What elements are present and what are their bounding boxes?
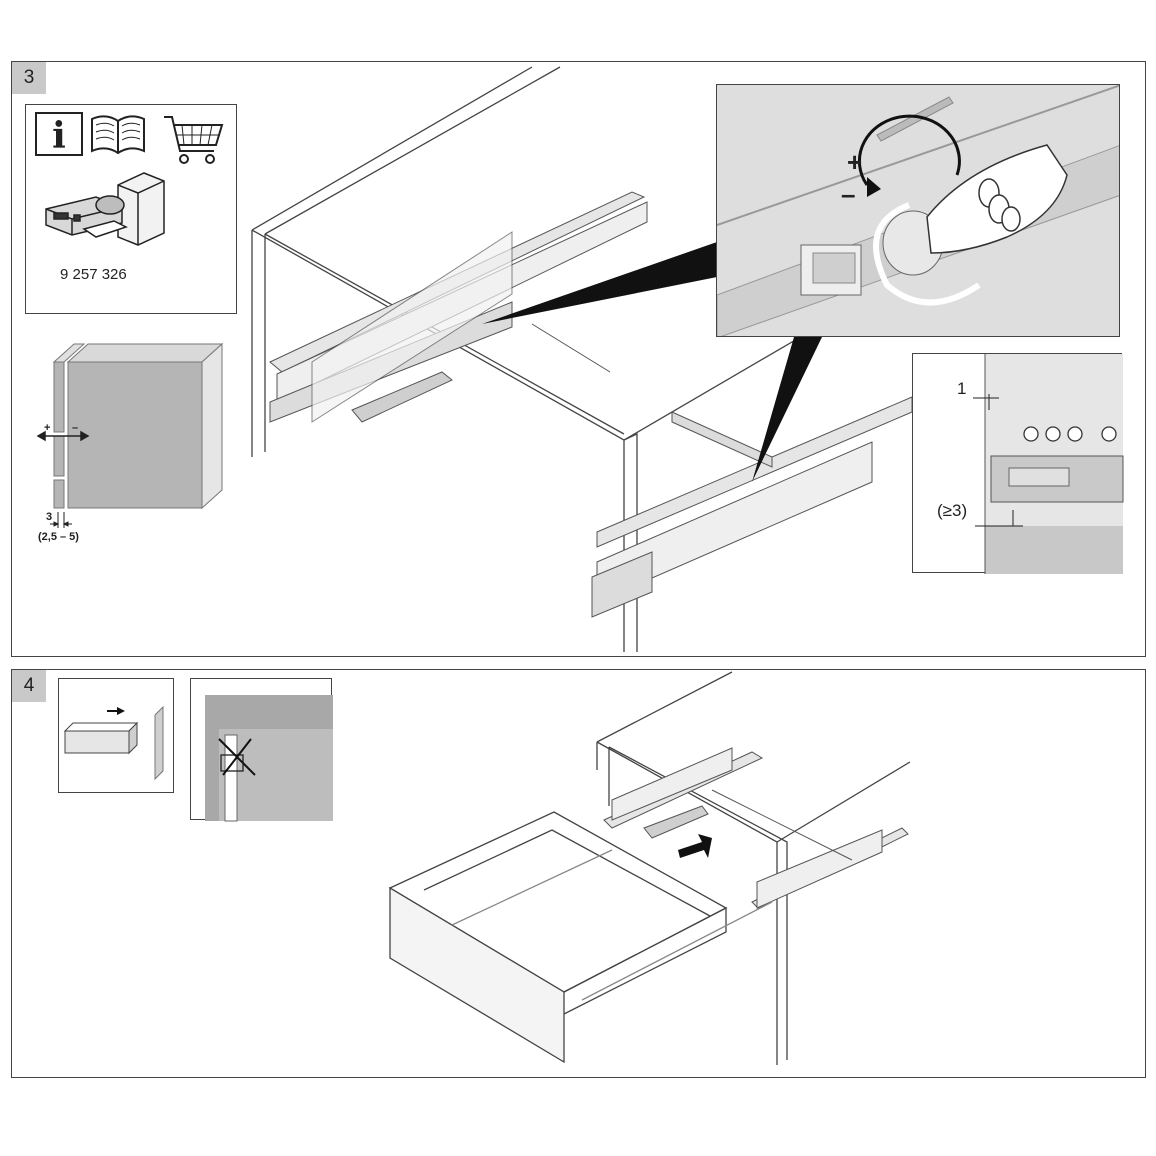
rotate-arrow-icon	[857, 114, 961, 186]
drawer-insertion-drawing	[388, 671, 911, 1065]
gap-value-label: 3	[46, 511, 52, 523]
callout-wedge-top	[482, 242, 717, 324]
tools-info-box: i	[25, 104, 237, 314]
gap-minus-label: –	[72, 422, 78, 434]
svg-text:i: i	[52, 115, 66, 157]
manual-book-icon	[91, 115, 145, 155]
step-4-panel: 4	[11, 669, 1146, 1078]
push-arrow-icon	[678, 834, 712, 858]
no-gap-warning-graphic	[205, 695, 333, 822]
insert-direction-graphic	[63, 705, 164, 781]
adjust-minus-label: –	[841, 179, 855, 209]
front-adjustment-graphic: + –	[717, 85, 1119, 336]
insert-direction-box	[58, 678, 174, 793]
info-icon: i	[35, 112, 83, 157]
adjust-plus-label: +	[847, 147, 862, 177]
drilling-jig-icon	[45, 172, 165, 246]
drawer-box	[388, 811, 773, 1064]
gap-range-label: (2,5 – 5)	[38, 531, 79, 543]
step-3-panel: 3 i	[11, 61, 1146, 657]
runner-setback-graphic: 1 (≥3)	[937, 354, 1124, 574]
left-runner	[269, 191, 648, 423]
step-3-number: 3	[12, 62, 46, 94]
cabinet-runners	[603, 747, 909, 909]
article-number: 9 257 326	[60, 266, 127, 283]
callout-wedge-bottom	[752, 337, 822, 482]
gap-plus-label: +	[44, 422, 50, 434]
front-adjustment-detail: + –	[716, 84, 1120, 337]
runner-setback-detail: 1 (≥3)	[912, 353, 1124, 574]
adjust-double-arrow	[36, 430, 90, 442]
step-4-number: 4	[12, 670, 46, 702]
setback-bottom-value: (≥3)	[937, 501, 967, 520]
hand-icon	[926, 144, 1068, 254]
tools-info-graphic: i	[35, 112, 224, 283]
cabinet-runner-drawing	[251, 66, 913, 652]
runner-drill-holes	[1023, 426, 1117, 442]
cross-icon	[218, 738, 256, 776]
no-gap-warning-box	[190, 678, 333, 822]
setback-top-value: 1	[957, 379, 966, 398]
right-runner	[591, 396, 913, 618]
shopping-cart-icon	[164, 116, 224, 164]
gap-detail-graphic: + – 3 (2,5 – 5)	[36, 342, 224, 543]
cabinet-front-panel-bottom	[53, 479, 65, 509]
